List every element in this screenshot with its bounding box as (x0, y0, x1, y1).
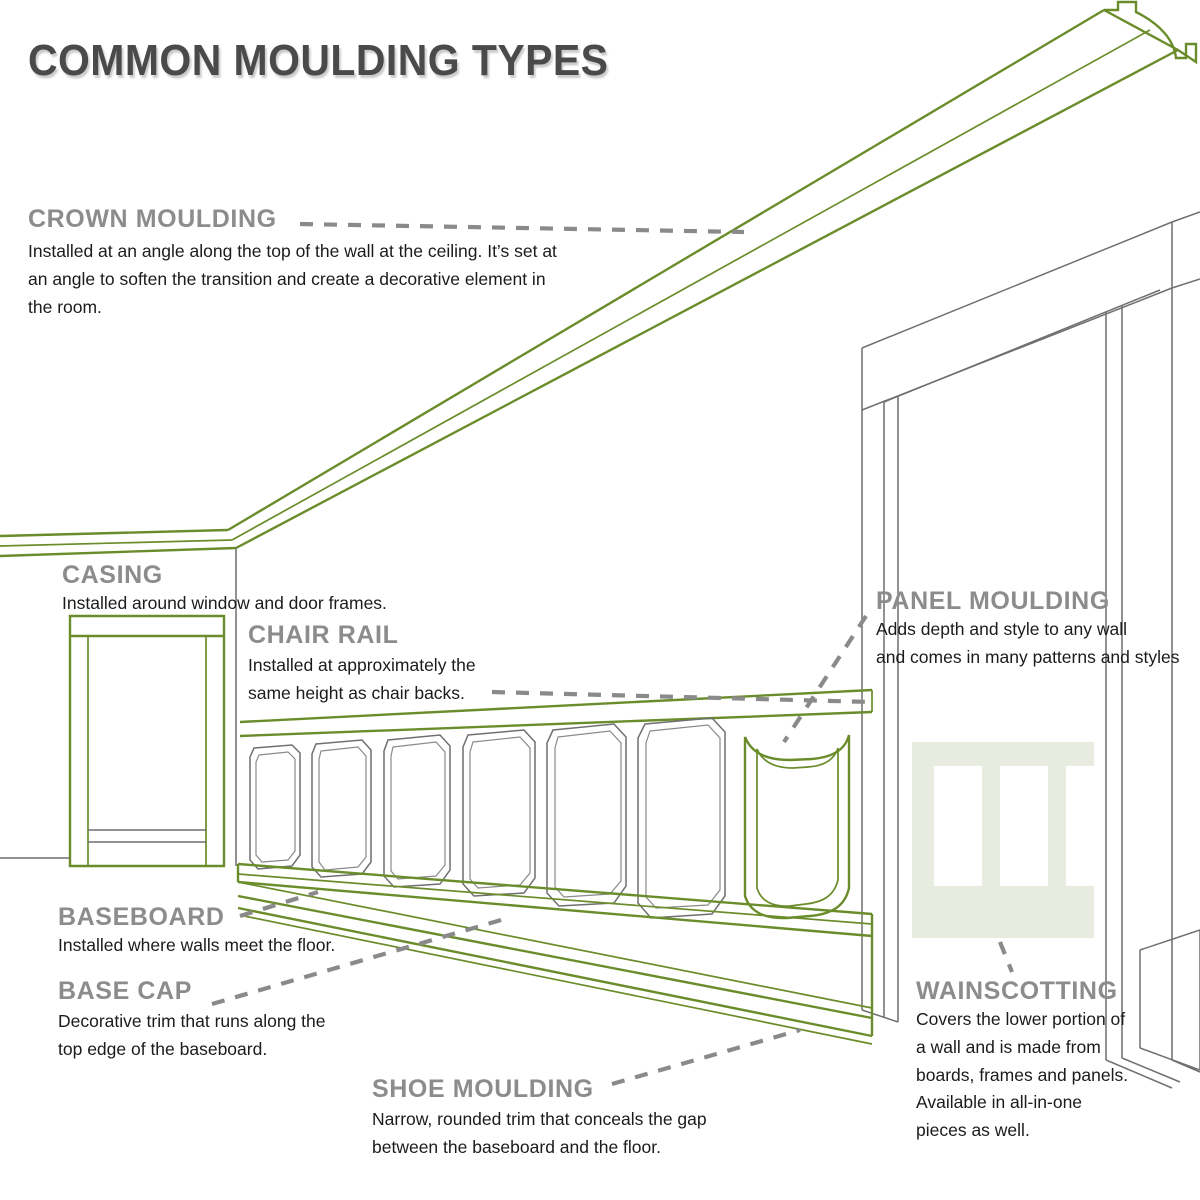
panel-moulding-panel (743, 734, 851, 920)
shoe-moulding-body: Narrow, rounded trim that conceals the g… (372, 1106, 707, 1161)
baseboard-line-1: Installed where walls meet the floor. (58, 935, 336, 956)
crown-line-1: Installed at an angle along the top of t… (28, 241, 557, 262)
label-chair-rail: CHAIR RAIL Installed at approximately th… (248, 622, 476, 708)
chair-rail-heading: CHAIR RAIL (248, 621, 399, 649)
panel-moulding-line-2: and comes in many patterns and styles (876, 646, 1180, 667)
chair-rail-line-2: same height as chair backs. (248, 682, 465, 703)
label-baseboard: BASEBOARD Installed where walls meet the… (58, 904, 335, 960)
crown-line-2: an angle to soften the transition and cr… (28, 268, 546, 289)
leader-crown (299, 221, 745, 235)
base-cap-line (237, 862, 873, 916)
baseboard-heading: BASEBOARD (58, 903, 225, 931)
wainscotting-line-1: Covers the lower portion of (916, 1009, 1126, 1030)
label-panel-moulding: PANEL MOULDING Adds depth and style to a… (876, 588, 1180, 672)
shoe-moulding-line-2: between the baseboard and the floor. (372, 1136, 661, 1157)
panel-moulding-line-1: Adds depth and style to any wall (876, 619, 1127, 640)
left-wall-crown (0, 528, 237, 866)
right-wall-structure (861, 211, 1200, 1089)
casing-line-1: Installed around window and door frames. (62, 593, 387, 614)
leader-panel-moulding (782, 614, 868, 744)
base-cap-line-2: top edge of the baseboard. (58, 1038, 268, 1059)
wainscot-panel-row (249, 717, 726, 919)
crown-moulding-strip (227, 0, 1198, 550)
label-wainscotting: WAINSCOTTING Covers the lower portion of… (916, 978, 1128, 1144)
crown-moulding-body: Installed at an angle along the top of t… (28, 238, 557, 321)
wainscotting-body: Covers the lower portion of a wall and i… (916, 1006, 1128, 1144)
baseboard-band (236, 862, 874, 1045)
shoe-moulding-heading: SHOE MOULDING (372, 1075, 594, 1103)
leader-shoe-moulding (611, 1027, 801, 1087)
label-casing: CASING Installed around window and door … (62, 562, 387, 618)
shoe-moulding-line (237, 906, 873, 1038)
panel-moulding-body: Adds depth and style to any wall and com… (876, 616, 1180, 671)
page-title: COMMON MOULDING TYPES (28, 36, 609, 85)
base-cap-line-1: Decorative trim that runs along the (58, 1011, 326, 1032)
chair-rail-line-1: Installed at approximately the (248, 655, 476, 676)
label-crown-moulding: CROWN MOULDING Installed at an angle alo… (28, 206, 557, 321)
baseboard-body: Installed where walls meet the floor. (58, 932, 335, 960)
wainscotting-line-3: boards, frames and panels. (916, 1064, 1129, 1085)
wainscotting-heading: WAINSCOTTING (916, 977, 1118, 1005)
label-shoe-moulding: SHOE MOULDING Narrow, rounded trim that … (372, 1076, 707, 1162)
chair-rail-body: Installed at approximately the same heig… (248, 652, 476, 707)
wainscotting-line-2: a wall and is made from (916, 1036, 1101, 1057)
casing-heading: CASING (62, 561, 163, 589)
base-cap-heading: BASE CAP (58, 977, 192, 1005)
wainscotting-line-4: Available in all-in-one (916, 1092, 1083, 1113)
leader-lines (211, 221, 1014, 1087)
crown-moulding-heading: CROWN MOULDING (28, 205, 277, 233)
wainscotting-panel (912, 742, 1094, 938)
wainscotting-line-5: pieces as well. (916, 1119, 1030, 1140)
label-base-cap: BASE CAP Decorative trim that runs along… (58, 978, 326, 1064)
casing-frame (0, 614, 226, 868)
crown-line-3: the room. (28, 296, 102, 317)
leader-base-cap (211, 915, 509, 1007)
casing-body: Installed around window and door frames. (62, 590, 387, 618)
panel-moulding-heading: PANEL MOULDING (876, 587, 1110, 615)
shoe-moulding-line-1: Narrow, rounded trim that conceals the g… (372, 1109, 707, 1130)
chair-rail-band (239, 688, 873, 738)
leader-wainscotting (998, 941, 1014, 973)
base-cap-body: Decorative trim that runs along the top … (58, 1008, 326, 1063)
